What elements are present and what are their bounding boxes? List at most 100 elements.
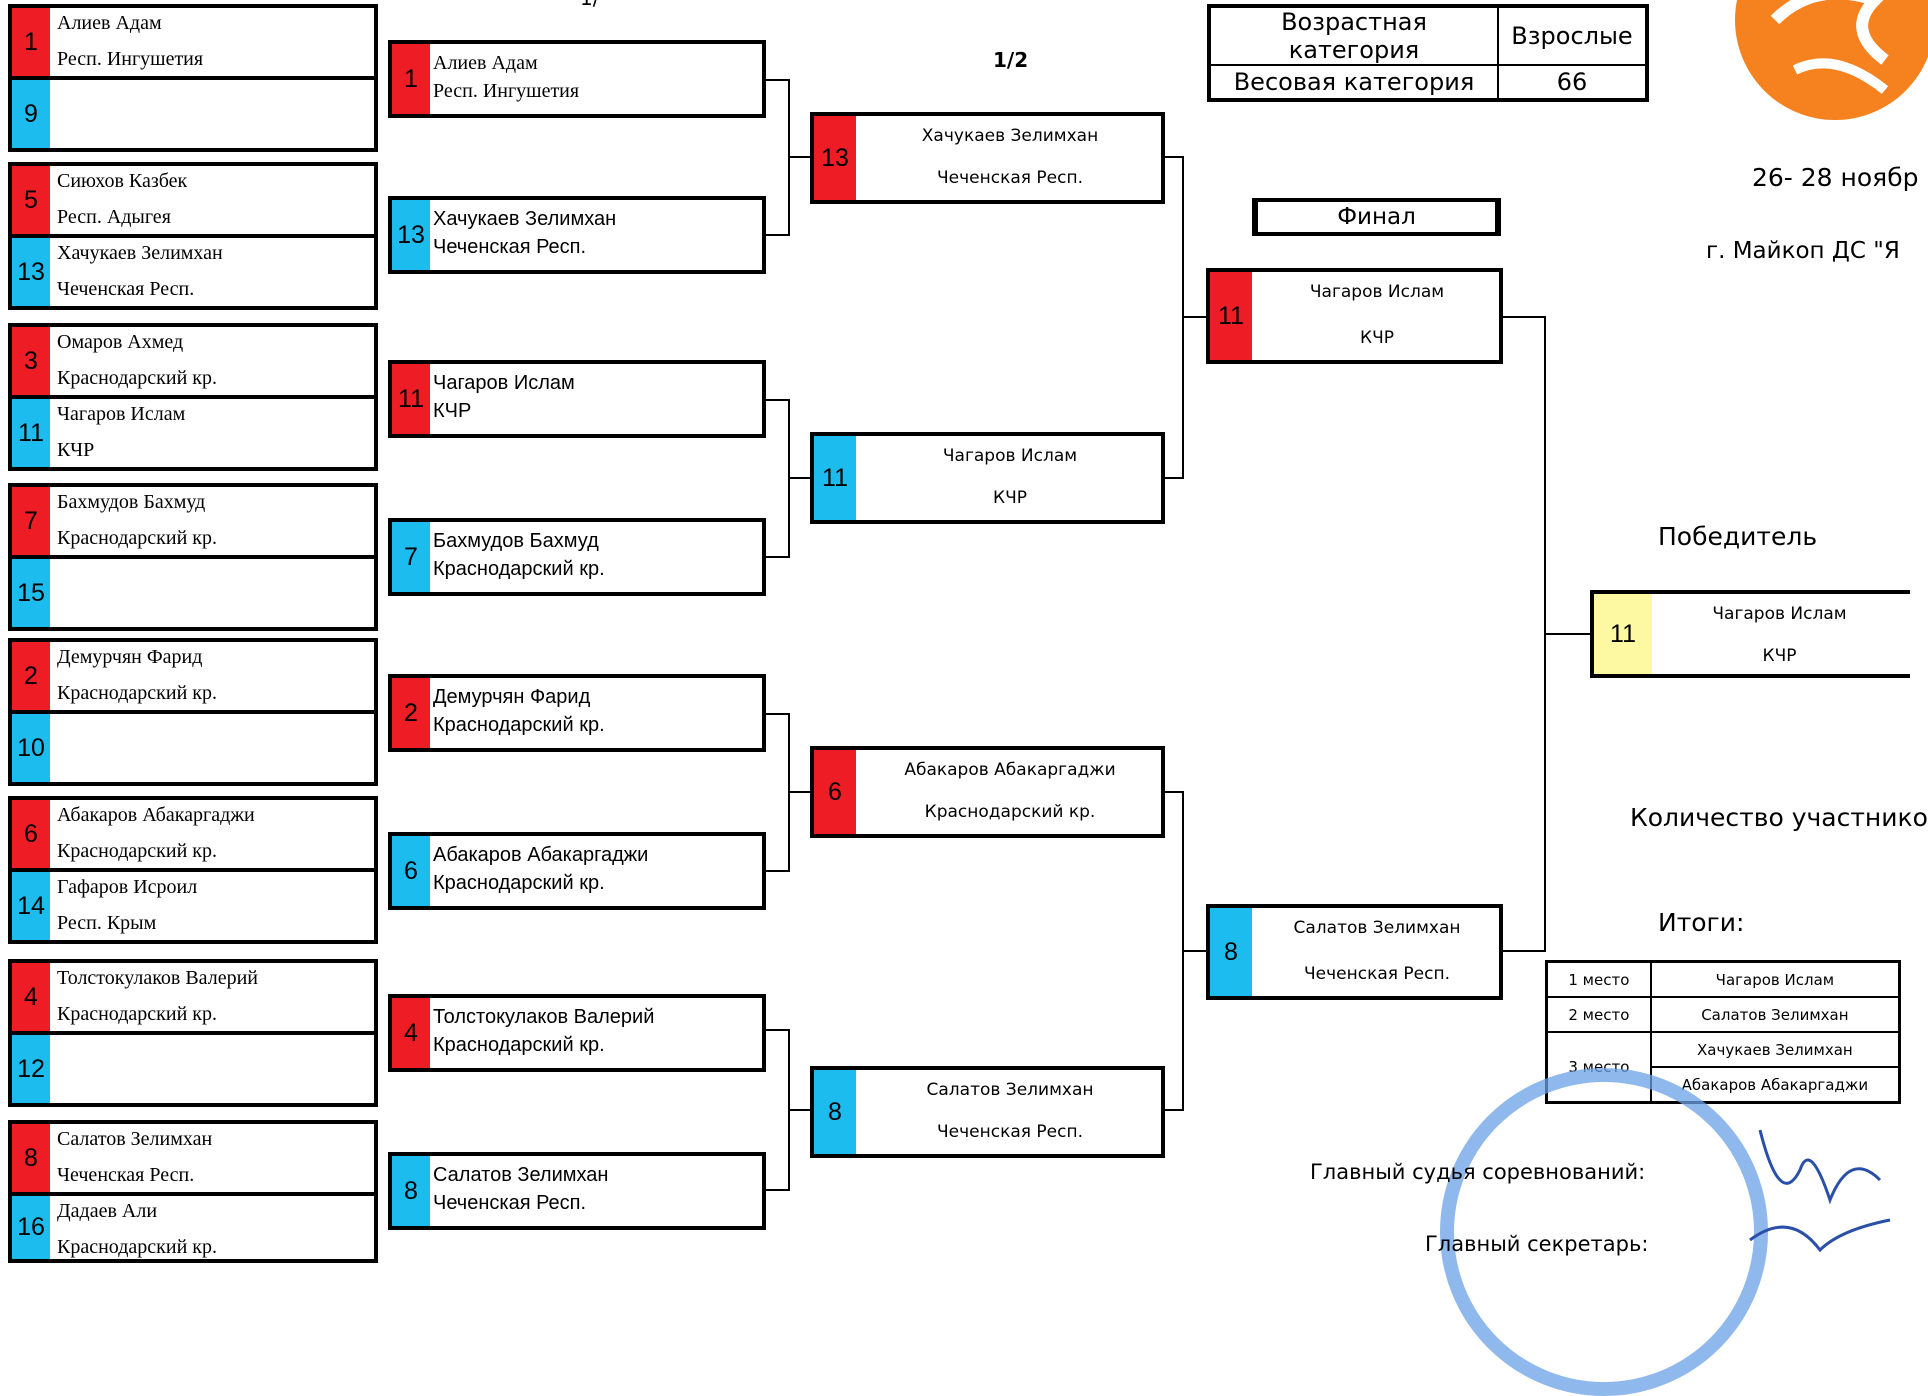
round2-slot: 13 Хачукаев Зелимхан Чеченская Респ.	[388, 196, 766, 274]
slot-number: 13	[814, 116, 856, 200]
round2-slot: 11 Чагаров Ислам КЧР	[388, 360, 766, 438]
athlete-region: Краснодарский кр.	[924, 802, 1096, 822]
weight-category-value: 66	[1497, 64, 1648, 101]
slot-number: 8	[12, 1124, 50, 1192]
slot-number: 10	[12, 714, 50, 782]
athlete-region: Чеченская Респ.	[1304, 964, 1450, 984]
round1-slot: 13 Хачукаев Зелимхан Чеченская Респ.	[8, 234, 378, 310]
semifinal-label: 1/2	[993, 48, 1029, 72]
athlete-name: Абакаров Абакаргаджи	[433, 844, 649, 866]
round2-slot: 8 Салатов Зелимхан Чеченская Респ.	[388, 1152, 766, 1230]
semifinal-slot: 13 Хачукаев Зелимхан Чеченская Респ.	[810, 112, 1165, 204]
athlete-region: Краснодарский кр.	[433, 714, 605, 736]
slot-number: 2	[392, 678, 430, 748]
round1-slot: 5 Сиюхов Казбек Респ. Адыгея	[8, 162, 378, 238]
result-name: Салатов Зелимхан	[1649, 996, 1901, 1033]
round1-slot: 2 Демурчян Фарид Краснодарский кр.	[8, 638, 378, 714]
winner-slot: 11 Чагаров Ислам КЧР	[1590, 590, 1910, 678]
athlete-name: Толстокулаков Валерий	[433, 1006, 655, 1028]
athlete-name: Демурчян Фарид	[57, 646, 203, 668]
final-label: Финал	[1337, 204, 1416, 230]
slot-number: 15	[12, 559, 50, 627]
athlete-name: Алиев Адам	[433, 52, 538, 74]
slot-number: 11	[1594, 594, 1652, 674]
slot-number: 4	[12, 963, 50, 1031]
athlete-name: Омаров Ахмед	[57, 331, 184, 353]
athlete-region: Краснодарский кр.	[433, 872, 605, 894]
slot-number: 16	[12, 1196, 50, 1259]
athlete-name: Сиюхов Казбек	[57, 170, 188, 192]
athlete-region: Респ. Ингушетия	[433, 80, 580, 102]
round2-slot: 2 Демурчян Фарид Краснодарский кр.	[388, 674, 766, 752]
athlete-region: КЧР	[993, 488, 1027, 508]
result-name: Хачукаев Зелимхан	[1649, 1031, 1901, 1068]
athlete-region: Краснодарский кр.	[57, 1003, 217, 1025]
athlete-region: Чеченская Респ.	[937, 1122, 1083, 1142]
round1-slot: 10	[8, 710, 378, 786]
athlete-region: Чеченская Респ.	[937, 168, 1083, 188]
round1-slot: 16 Дадаев Али Краснодарский кр.	[8, 1192, 378, 1263]
slot-number: 3	[12, 327, 50, 395]
athlete-region: Чеченская Респ.	[433, 236, 587, 258]
athlete-region: Чеченская Респ.	[57, 1164, 195, 1186]
athlete-name: Чагаров Ислам	[942, 446, 1078, 466]
athlete-name: Чагаров Ислам	[1309, 282, 1445, 302]
category-table: Возрастная категория Взрослые Весовая ка…	[1207, 4, 1649, 102]
athlete-name: Абакаров Абакаргаджи	[904, 760, 1116, 780]
athlete-region: КЧР	[1762, 646, 1797, 666]
athlete-region: Респ. Крым	[57, 912, 157, 934]
slot-number: 8	[814, 1070, 856, 1154]
athlete-name: Салатов Зелимхан	[926, 1080, 1094, 1100]
slot-number: 4	[392, 998, 430, 1068]
athlete-region: Респ. Адыгея	[57, 206, 171, 228]
slot-number: 12	[12, 1035, 50, 1103]
slot-number: 6	[814, 750, 856, 834]
winner-label: Победитель	[1658, 522, 1818, 551]
round1-slot: 8 Салатов Зелимхан Чеченская Респ.	[8, 1120, 378, 1196]
round1-slot: 15	[8, 555, 378, 631]
results-row: 3 место Хачукаев Зелимхан	[1545, 1031, 1901, 1104]
athlete-name: Абакаров Абакаргаджи	[57, 804, 255, 826]
slot-number: 13	[392, 200, 430, 270]
athlete-name: Салатов Зелимхан	[433, 1164, 609, 1186]
semifinal-slot: 11 Чагаров Ислам КЧР	[810, 432, 1165, 524]
round2-slot: 1 Алиев Адам Респ. Ингушетия	[388, 40, 766, 118]
athlete-region: Краснодарский кр.	[57, 527, 217, 549]
results-row: 1 место Чагаров Ислам	[1545, 960, 1901, 998]
slot-number: 9	[12, 80, 50, 148]
round2-slot: 7 Бахмудов Бахмуд Краснодарский кр.	[388, 518, 766, 596]
athlete-name: Чагаров Ислам	[1712, 604, 1847, 624]
slot-number: 11	[1210, 272, 1252, 360]
weight-category-label: Весовая категория	[1208, 64, 1499, 101]
result-place: 1 место	[1545, 960, 1652, 998]
semifinal-slot: 6 Абакаров Абакаргаджи Краснодарский кр.	[810, 746, 1165, 838]
slot-number: 11	[392, 364, 430, 434]
final-slot: 11 Чагаров Ислам КЧР	[1206, 268, 1503, 364]
slot-number: 14	[12, 872, 50, 940]
round1-slot: 12	[8, 1031, 378, 1107]
slot-number: 7	[392, 522, 430, 592]
slot-number: 6	[12, 800, 50, 868]
place-text: г. Майкоп ДС "Я	[1706, 238, 1900, 264]
slot-number: 8	[1210, 908, 1252, 996]
round1-slot: 3 Омаров Ахмед Краснодарский кр.	[8, 323, 378, 399]
round2-slot: 6 Абакаров Абакаргаджи Краснодарский кр.	[388, 832, 766, 910]
round1-slot: 11 Чагаров Ислам КЧР	[8, 395, 378, 471]
athlete-name: Гафаров Исроил	[57, 876, 198, 898]
slot-number: 13	[12, 238, 50, 306]
athlete-region: Респ. Ингушетия	[57, 48, 204, 70]
athlete-region: Краснодарский кр.	[57, 367, 217, 389]
result-name: Чагаров Ислам	[1649, 960, 1901, 998]
athlete-name: Демурчян Фарид	[433, 686, 591, 708]
athlete-name: Салатов Зелимхан	[57, 1128, 213, 1150]
results-label: Итоги:	[1658, 908, 1745, 937]
semifinal-slot: 8 Салатов Зелимхан Чеченская Респ.	[810, 1066, 1165, 1158]
slot-number: 8	[392, 1156, 430, 1226]
athlete-name: Чагаров Ислам	[433, 372, 575, 394]
result-name: Абакаров Абакаргаджи	[1649, 1066, 1901, 1104]
athlete-region: Краснодарский кр.	[57, 1236, 217, 1258]
athlete-region: КЧР	[1360, 328, 1394, 348]
athlete-name: Бахмудов Бахмуд	[433, 530, 599, 552]
round1-slot: 14 Гафаров Исроил Респ. Крым	[8, 868, 378, 944]
round1-slot: 6 Абакаров Абакаргаджи Краснодарский кр.	[8, 796, 378, 872]
